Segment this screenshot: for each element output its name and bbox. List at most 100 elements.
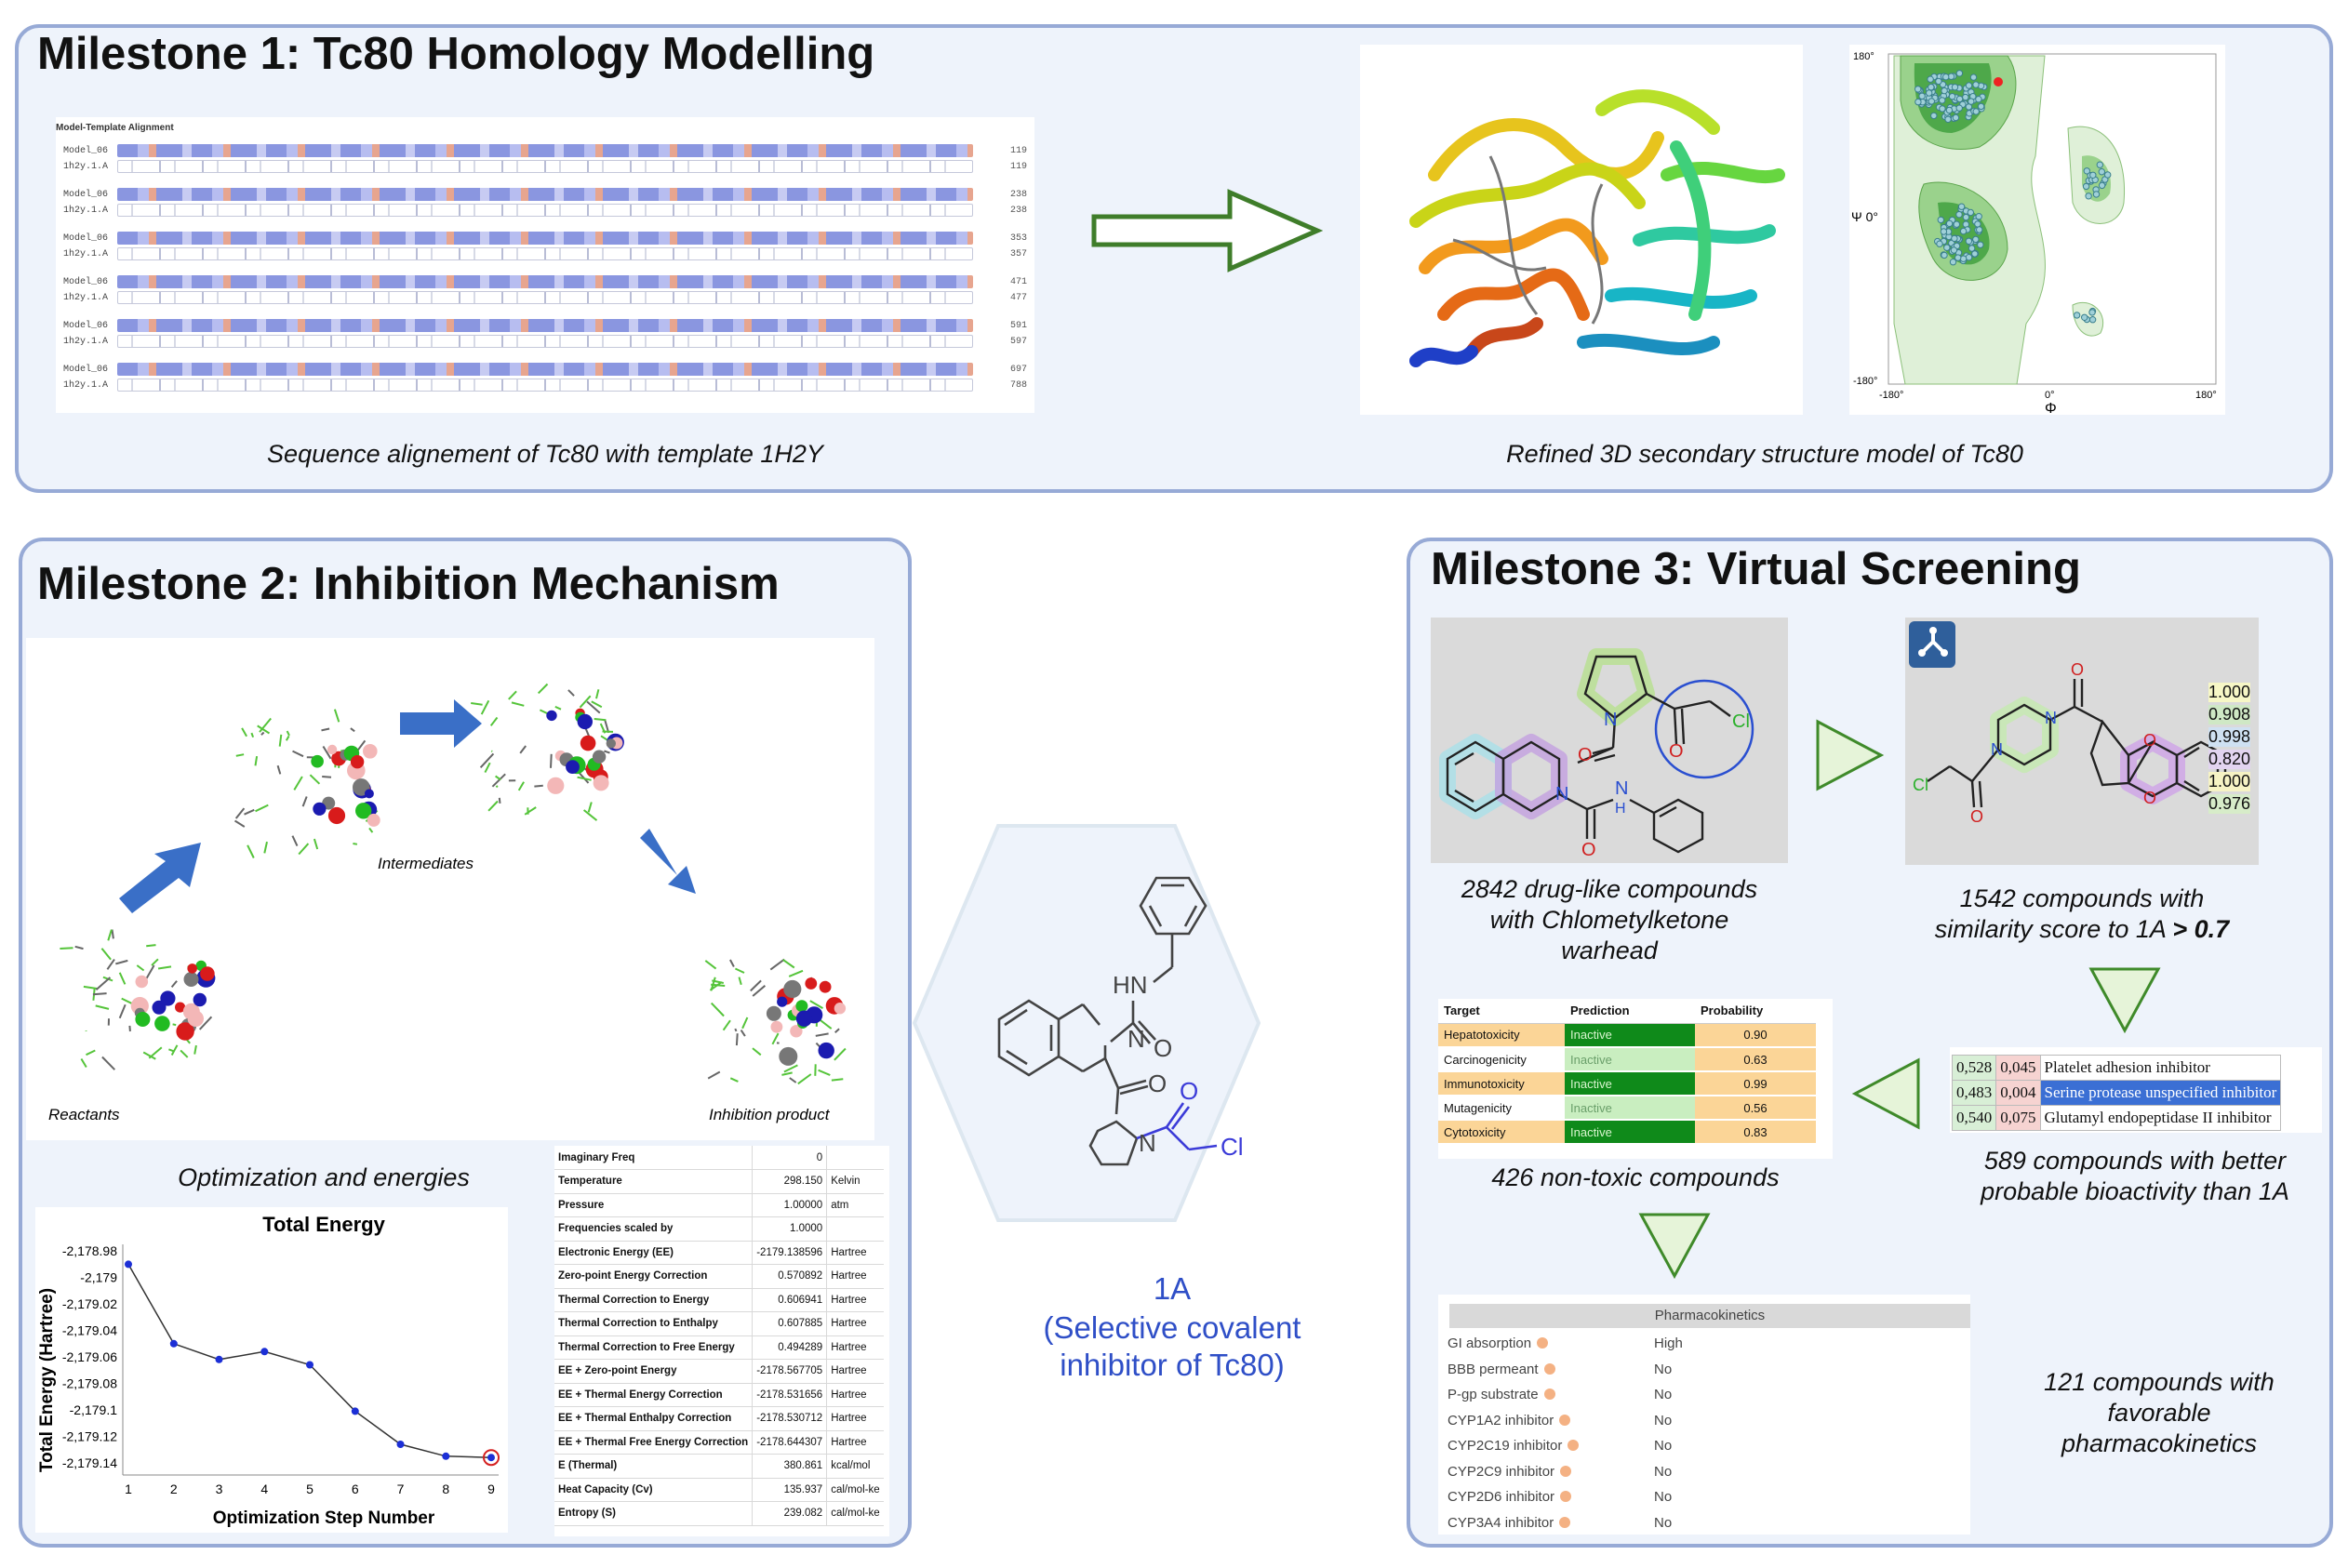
energy-point xyxy=(260,1348,269,1356)
label-reactants: Reactants xyxy=(48,1106,120,1123)
pk-key-wrap: GI absorption xyxy=(1447,1335,1549,1351)
molecule-bond xyxy=(298,843,310,856)
molecule-bond xyxy=(260,731,265,736)
rama-dot xyxy=(1928,84,1935,91)
thermo-label: Thermal Correction to Enthalpy xyxy=(554,1311,753,1336)
pk-key-wrap: P-gp substrate xyxy=(1447,1387,1555,1402)
molecule-bond xyxy=(128,1025,131,1032)
molecule-bond xyxy=(241,727,247,737)
molecule-bond xyxy=(740,1030,746,1037)
thermo-value: 0 xyxy=(752,1146,827,1170)
tox-probability: 0.63 xyxy=(1695,1047,1816,1072)
molecule-bond xyxy=(322,745,332,760)
thermo-unit: Hartree xyxy=(826,1264,884,1289)
molecule-bond xyxy=(508,690,517,700)
rama-dot xyxy=(1927,75,1934,83)
molecule-bond xyxy=(769,958,785,971)
help-icon[interactable] xyxy=(1537,1337,1549,1349)
molecule-bond xyxy=(750,979,762,992)
tox-caption: 426 non-toxic compounds xyxy=(1491,1163,1780,1191)
similarity-score: 0.976 xyxy=(2208,794,2251,814)
rama-dot xyxy=(1968,245,1976,252)
molecule-bond xyxy=(707,1070,721,1080)
help-icon[interactable] xyxy=(1568,1440,1580,1451)
molecule-bond xyxy=(151,958,159,966)
center-atom-n1: N xyxy=(1127,1025,1145,1053)
rama-dot xyxy=(1977,102,1985,111)
rama-dot xyxy=(2083,167,2091,175)
alignment-row-label: Model_06 xyxy=(63,320,109,331)
alignment-row-label: Model_06 xyxy=(63,276,109,287)
molecule-bond xyxy=(752,985,767,997)
thermo-unit: Hartree xyxy=(826,1311,884,1336)
alignment-sequence-bar xyxy=(117,204,973,217)
chart-xtick-label: 4 xyxy=(260,1482,268,1496)
pk-key-wrap: CYP2C19 inhibitor xyxy=(1447,1438,1580,1454)
molecule-bond xyxy=(95,977,112,991)
rama-dot xyxy=(1914,98,1922,106)
help-icon[interactable] xyxy=(1543,1389,1555,1400)
pk-caption-1: 121 compounds with xyxy=(2044,1368,2275,1396)
rama-dot xyxy=(2073,312,2081,319)
molecule-bond xyxy=(495,775,501,781)
thermo-value: 1.0000 xyxy=(752,1216,827,1242)
help-icon[interactable] xyxy=(1559,1414,1571,1426)
chart-ytick-label: -2,179.14 xyxy=(62,1455,117,1470)
molecule-bond xyxy=(604,750,610,754)
rama-dot xyxy=(1945,106,1954,114)
alignment-row-end: 697 xyxy=(1009,364,1027,375)
alignment-row-label: Model_06 xyxy=(63,145,109,156)
molecule-bond xyxy=(118,972,127,985)
alignment-sequence-bar xyxy=(117,247,973,260)
molecule-bond xyxy=(752,1047,762,1056)
thermo-unit: Hartree xyxy=(826,1241,884,1265)
alignment-sequence-bar xyxy=(117,188,973,201)
molecule-atom xyxy=(200,966,215,981)
pk-key: CYP1A2 inhibitor xyxy=(1447,1412,1554,1428)
drug-atom-n2: N xyxy=(1555,784,1568,804)
thermo-value: 0.494289 xyxy=(752,1335,827,1360)
molecule-bond xyxy=(145,964,155,979)
pk-key: CYP2C19 inhibitor xyxy=(1447,1438,1563,1454)
molecule-bond xyxy=(86,1049,96,1056)
molecule-atom xyxy=(795,1000,808,1013)
chart-xtick-label: 1 xyxy=(125,1482,132,1496)
alignment-row-end: 471 xyxy=(1009,276,1027,287)
molecule-atom xyxy=(592,750,607,764)
molecule-bond xyxy=(789,1077,797,1083)
molecule-bond xyxy=(233,819,246,828)
molecule-atom xyxy=(580,735,596,751)
alignment-sequence-bar xyxy=(117,379,973,392)
compound-1a-name: 1A xyxy=(1153,1271,1192,1306)
chart-xtick-label: 6 xyxy=(352,1482,359,1496)
help-icon[interactable] xyxy=(1560,1491,1572,1502)
reaction-path-image: Intermediates Reactants Inhibition produ… xyxy=(26,638,874,1140)
chart-xtick-label: 2 xyxy=(170,1482,178,1496)
molecule-bond xyxy=(577,776,592,781)
molecule-bond xyxy=(567,689,575,697)
help-icon[interactable] xyxy=(1543,1362,1555,1375)
help-icon[interactable] xyxy=(1559,1516,1571,1528)
help-icon[interactable] xyxy=(1560,1465,1572,1477)
molecule-atom xyxy=(818,1042,834,1059)
molecule-bond xyxy=(107,929,113,941)
rama-y-mid: Ψ 0° xyxy=(1851,209,1878,224)
molecule-bond xyxy=(244,808,255,816)
bio-caption-1: 589 compounds with better xyxy=(1983,1147,2287,1175)
molecule-atom xyxy=(183,972,199,987)
rama-dot xyxy=(1957,203,1966,210)
molecule-atom xyxy=(783,979,802,999)
sim-atom-cl: Cl xyxy=(1913,776,1928,794)
thermo-label: Pressure xyxy=(554,1193,753,1217)
rama-dot xyxy=(1918,92,1926,100)
